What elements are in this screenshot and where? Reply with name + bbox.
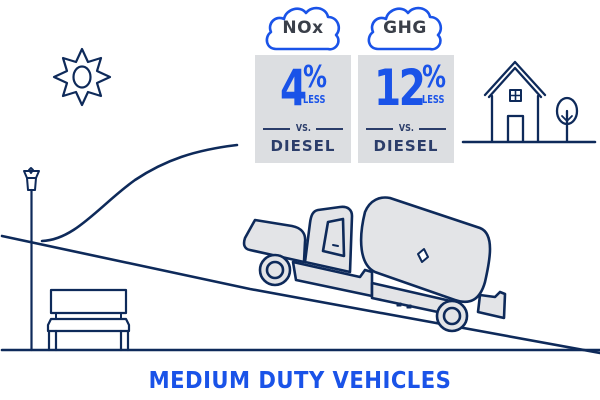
stat-card-nox: 4 % LESS VS. DIESEL (255, 55, 351, 163)
baseline-label: DIESEL (270, 137, 336, 155)
cloud-icon (265, 6, 341, 51)
vs-divider: VS. (366, 123, 446, 134)
vs-label: VS. (398, 123, 414, 134)
pollutant-label-nox: NOx (282, 18, 324, 38)
baseline-label: DIESEL (373, 137, 439, 155)
percent-value: 4 % LESS (255, 59, 351, 117)
cloud-icon (367, 6, 443, 51)
street-lamp-icon (23, 167, 40, 352)
percent-value: 12 % LESS (358, 59, 454, 117)
percent-sign: % (302, 60, 327, 95)
pollutant-label-ghg: GHG (383, 18, 427, 38)
tanker-truck-icon (242, 196, 507, 333)
house-icon (461, 60, 597, 144)
bench-icon (46, 288, 131, 352)
vs-label: VS. (295, 123, 311, 134)
stat-card-ghg: 12 % LESS VS. DIESEL (358, 55, 454, 163)
sun-icon (52, 47, 112, 107)
percent-number: 4 (280, 59, 307, 117)
less-label: LESS (421, 93, 445, 106)
vs-divider: VS. (263, 123, 343, 134)
hill-curve (40, 143, 239, 243)
percent-number: 12 (374, 59, 426, 117)
percent-sign: % (421, 60, 446, 95)
tree-icon (555, 96, 579, 143)
less-label: LESS (302, 93, 326, 106)
slope-line (0, 234, 600, 355)
page-title: MEDIUM DUTY VEHICLES (148, 368, 452, 394)
